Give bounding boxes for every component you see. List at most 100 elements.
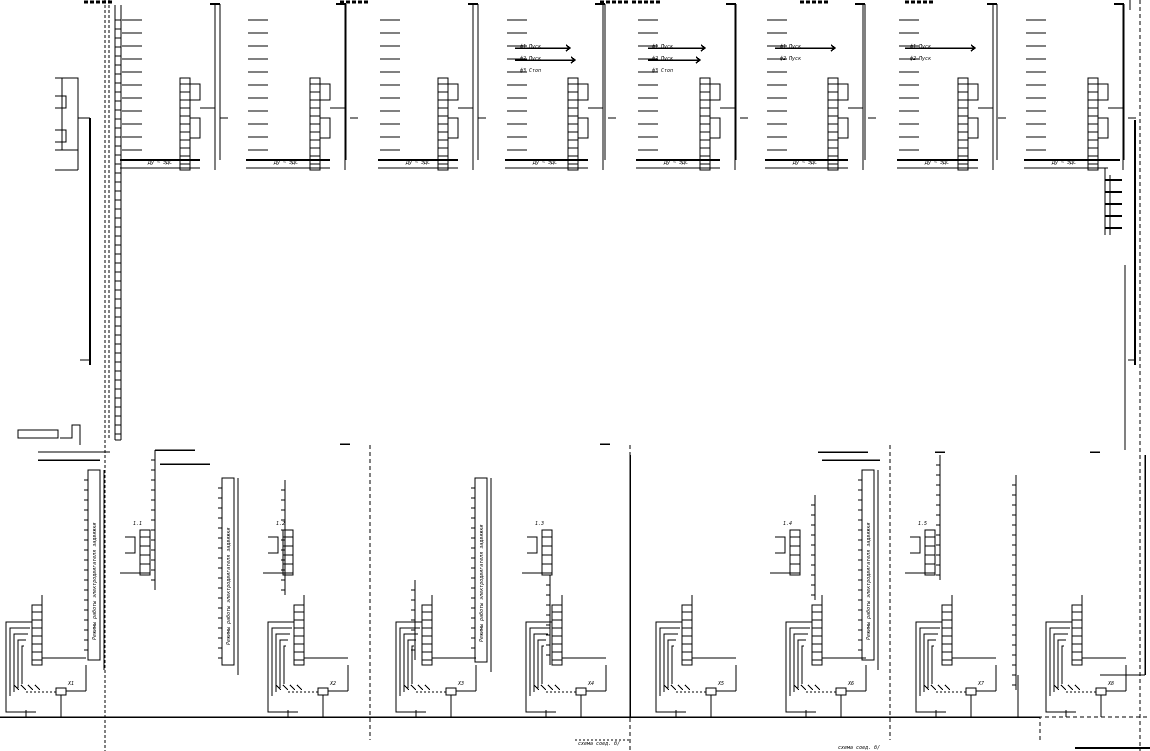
control-loop	[21, 645, 24, 684]
wire-path	[968, 83, 979, 101]
control-loop	[663, 633, 678, 692]
bus-label: Ду ~ ЭДС	[663, 160, 688, 166]
function-label: ф2 Пуск	[780, 56, 802, 62]
contact	[417, 684, 424, 691]
control-loop	[275, 633, 290, 692]
contact	[27, 684, 34, 691]
wire-path	[55, 95, 67, 109]
control-loop	[659, 627, 680, 696]
vertical-note: Режимы работы электродвигателя задвижки	[478, 525, 485, 642]
frame-divider	[1039, 716, 1150, 740]
contact	[1074, 684, 1081, 691]
control-loop	[655, 621, 682, 700]
control-loop	[667, 639, 676, 688]
wire-path	[320, 83, 331, 101]
arrow-head	[700, 44, 707, 52]
contact	[533, 684, 540, 691]
note-column	[861, 469, 875, 661]
selector-tag: 1.2	[276, 521, 285, 527]
contact	[20, 684, 27, 691]
control-loop	[671, 645, 674, 684]
selector-switch	[125, 536, 136, 554]
contact	[800, 684, 807, 691]
wire-path	[655, 700, 686, 713]
connector-label: X3	[457, 681, 464, 687]
selector-tag: 1.3	[535, 521, 544, 527]
contact	[1067, 684, 1074, 691]
bus-label: Ду ~ ЭДС	[1051, 160, 1076, 166]
bus-label: Ду ~ ЭДС	[273, 160, 298, 166]
control-loop	[797, 639, 806, 688]
function-label: ф3 Стоп	[520, 68, 541, 74]
selector-tag: 1.4	[783, 521, 792, 527]
wire-path	[55, 77, 79, 170]
wire-path	[710, 117, 721, 139]
terminal-block	[541, 529, 553, 576]
terminal-block	[924, 529, 936, 576]
wire-path	[1098, 117, 1109, 139]
control-loop	[13, 633, 28, 692]
control-loop	[915, 621, 942, 700]
contact	[410, 684, 417, 691]
note-column	[221, 477, 235, 666]
control-loop	[5, 621, 32, 700]
function-label: ф2 Пуск	[520, 56, 542, 62]
wire-path	[785, 700, 816, 713]
vertical-note: Режимы работы электродвигателя задвижки	[225, 528, 232, 645]
terminal-block	[17, 429, 59, 439]
wire-path	[838, 117, 849, 139]
arrow-head	[830, 44, 837, 52]
contact	[677, 684, 684, 691]
connector-label: X1	[67, 681, 74, 687]
control-loop	[533, 633, 548, 692]
arrow-head	[695, 56, 702, 64]
contact	[289, 684, 296, 691]
bus-label: Ду ~ ЭДС	[147, 160, 172, 166]
contact	[670, 684, 677, 691]
footer-note: схема соед. б/	[838, 744, 880, 751]
function-label: ф1 Пуск	[652, 44, 674, 50]
control-loop	[789, 627, 810, 696]
connector-label: X7	[977, 681, 984, 687]
contact	[814, 684, 821, 691]
contact	[540, 684, 547, 691]
control-loop	[525, 621, 552, 700]
bus-label: Ду ~ ЭДС	[792, 160, 817, 166]
connector-label: X8	[1107, 681, 1114, 687]
note-column	[87, 469, 101, 661]
contact	[547, 684, 554, 691]
control-loop	[17, 639, 26, 688]
control-loop	[931, 645, 934, 684]
control-loop	[271, 627, 292, 696]
wire-path	[915, 700, 946, 713]
vertical-note: Режимы работы электродвигателя задвижки	[865, 523, 872, 640]
footer-note: схема соед. б/	[578, 740, 620, 747]
control-loop	[793, 633, 808, 692]
wire-path	[190, 117, 201, 139]
note-column	[474, 477, 488, 663]
contact	[663, 684, 670, 691]
connector-label: X2	[329, 681, 336, 687]
selector-switch	[775, 536, 786, 554]
wire-path	[55, 129, 67, 143]
wire-path	[525, 700, 556, 713]
contact	[275, 684, 282, 691]
terminal-block	[551, 604, 563, 666]
control-loop	[927, 639, 936, 688]
control-loop	[411, 645, 414, 684]
contact	[807, 684, 814, 691]
contact	[282, 684, 289, 691]
terminal-block	[1071, 604, 1083, 666]
wire-path	[1098, 83, 1109, 101]
function-label: ф1 Пуск	[780, 44, 802, 50]
function-label: ф1 Пуск	[910, 44, 932, 50]
function-label: ф1 Пуск	[520, 44, 542, 50]
terminal-block	[789, 529, 801, 576]
contact	[684, 684, 691, 691]
terminal-block	[139, 529, 151, 576]
wire-path	[838, 83, 849, 101]
wire-path	[320, 117, 331, 139]
function-label: ф3 Стоп	[652, 68, 673, 74]
wire-path	[5, 700, 36, 713]
